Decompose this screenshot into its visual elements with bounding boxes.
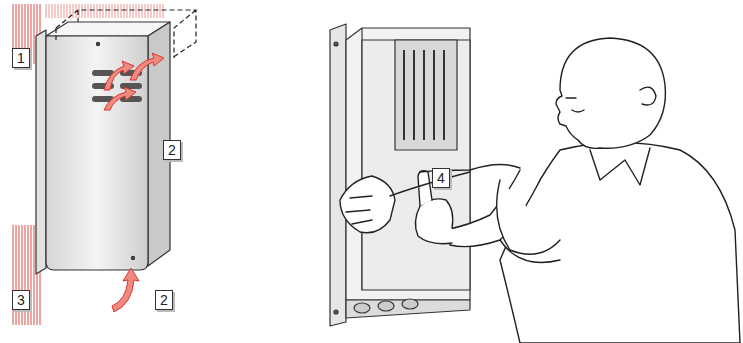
callout-number: 2 — [163, 140, 181, 160]
callout-number: 4 — [432, 168, 450, 188]
enclosure-right — [330, 24, 470, 326]
grill-slots — [404, 50, 444, 140]
lid-outline — [56, 10, 196, 58]
enclosure-left — [36, 22, 170, 274]
callout-number: 3 — [12, 290, 30, 310]
airflow-arrow — [104, 53, 164, 312]
clearance-hatch — [44, 4, 164, 18]
technician — [340, 38, 740, 343]
callout-number: 1 — [12, 48, 30, 68]
callout-number: 2 — [155, 290, 173, 310]
